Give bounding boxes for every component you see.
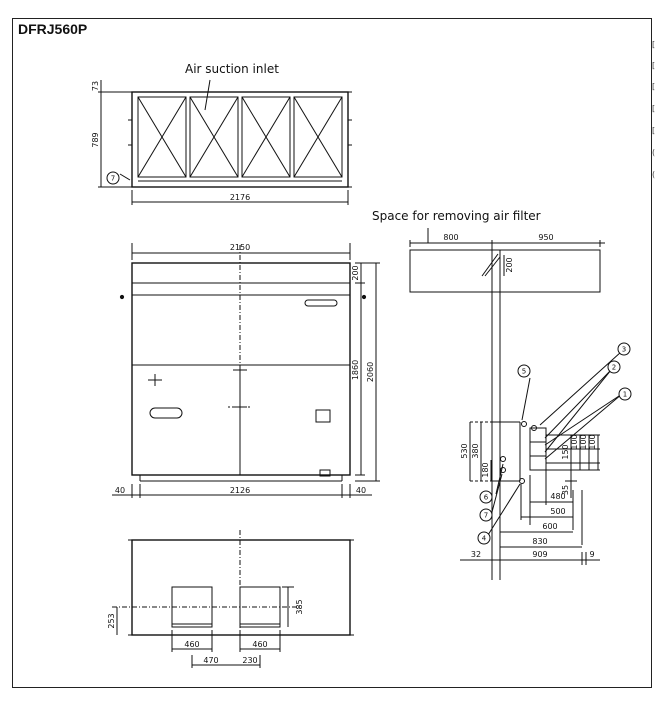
space-filter-label: Space for removing air filter xyxy=(372,209,541,223)
dim-500: 500 xyxy=(550,507,565,516)
callout-7-side-num: 7 xyxy=(484,512,488,520)
dim-40-left: 40 xyxy=(115,486,125,495)
dim-200-side: 200 xyxy=(505,257,514,272)
dim-789: 789 xyxy=(91,132,100,147)
dim-460-b: 460 xyxy=(252,640,267,649)
callout-2-num: 2 xyxy=(612,364,616,372)
callout-4-num: 4 xyxy=(482,535,487,543)
margin-mark: ( xyxy=(652,170,656,179)
dim-100-a: 100 xyxy=(570,434,579,449)
front-view xyxy=(112,243,380,498)
callout-5-num: 5 xyxy=(522,368,526,376)
dim-909: 909 xyxy=(532,550,547,559)
callout-7-side xyxy=(479,508,493,522)
air-suction-inlet-label: Air suction inlet xyxy=(185,62,279,76)
dim-150: 150 xyxy=(561,444,570,459)
margin-mark: [ xyxy=(652,61,656,70)
dim-2150: 2150 xyxy=(230,243,250,252)
dim-2060: 2060 xyxy=(366,362,375,382)
dim-180: 180 xyxy=(481,462,490,477)
top-view xyxy=(98,79,352,205)
dim-470: 470 xyxy=(203,656,218,665)
side-view xyxy=(409,228,623,580)
callout-1-num: 1 xyxy=(623,391,627,399)
margin-mark: [ xyxy=(652,82,656,91)
dim-600: 600 xyxy=(542,522,557,531)
callout-4 xyxy=(477,531,491,545)
dim-830: 830 xyxy=(532,537,547,546)
dim-40-right: 40 xyxy=(356,486,366,495)
dim-100-c: 100 xyxy=(588,434,597,449)
dim-530: 530 xyxy=(460,443,469,458)
callout-7-top-num: 7 xyxy=(111,175,115,183)
dim-200-front: 200 xyxy=(351,265,360,280)
dim-800: 800 xyxy=(443,233,458,242)
dim-73: 73 xyxy=(91,81,100,91)
dim-2126: 2126 xyxy=(230,486,250,495)
dim-480: 480 xyxy=(550,492,565,501)
dim-35: 35 xyxy=(561,485,570,495)
drawing-frame xyxy=(12,18,652,688)
bottom-view xyxy=(112,530,354,668)
model-title: DFRJ560P xyxy=(18,21,88,37)
callout-1 xyxy=(618,387,632,401)
callout-5 xyxy=(517,364,531,378)
dim-380: 380 xyxy=(471,443,480,458)
callout-3 xyxy=(617,342,631,356)
dim-32: 32 xyxy=(471,550,481,559)
dim-385: 385 xyxy=(295,599,304,614)
callout-2 xyxy=(607,360,621,374)
dim-1860: 1860 xyxy=(351,360,360,380)
dim-230: 230 xyxy=(242,656,257,665)
margin-mark: [ xyxy=(652,126,656,135)
dim-2176: 2176 xyxy=(230,193,250,202)
margin-mark: [ xyxy=(652,40,656,49)
callout-7-top xyxy=(106,171,120,185)
dim-950: 950 xyxy=(538,233,553,242)
margin-mark: ( xyxy=(652,148,656,157)
callout-6-num: 6 xyxy=(484,494,489,502)
callout-3-num: 3 xyxy=(622,346,626,354)
margin-mark: [ xyxy=(652,104,656,113)
dim-253: 253 xyxy=(107,613,116,628)
callout-6 xyxy=(479,490,493,504)
dim-460-a: 460 xyxy=(184,640,199,649)
dim-9: 9 xyxy=(589,550,594,559)
dim-100-b: 100 xyxy=(579,434,588,449)
